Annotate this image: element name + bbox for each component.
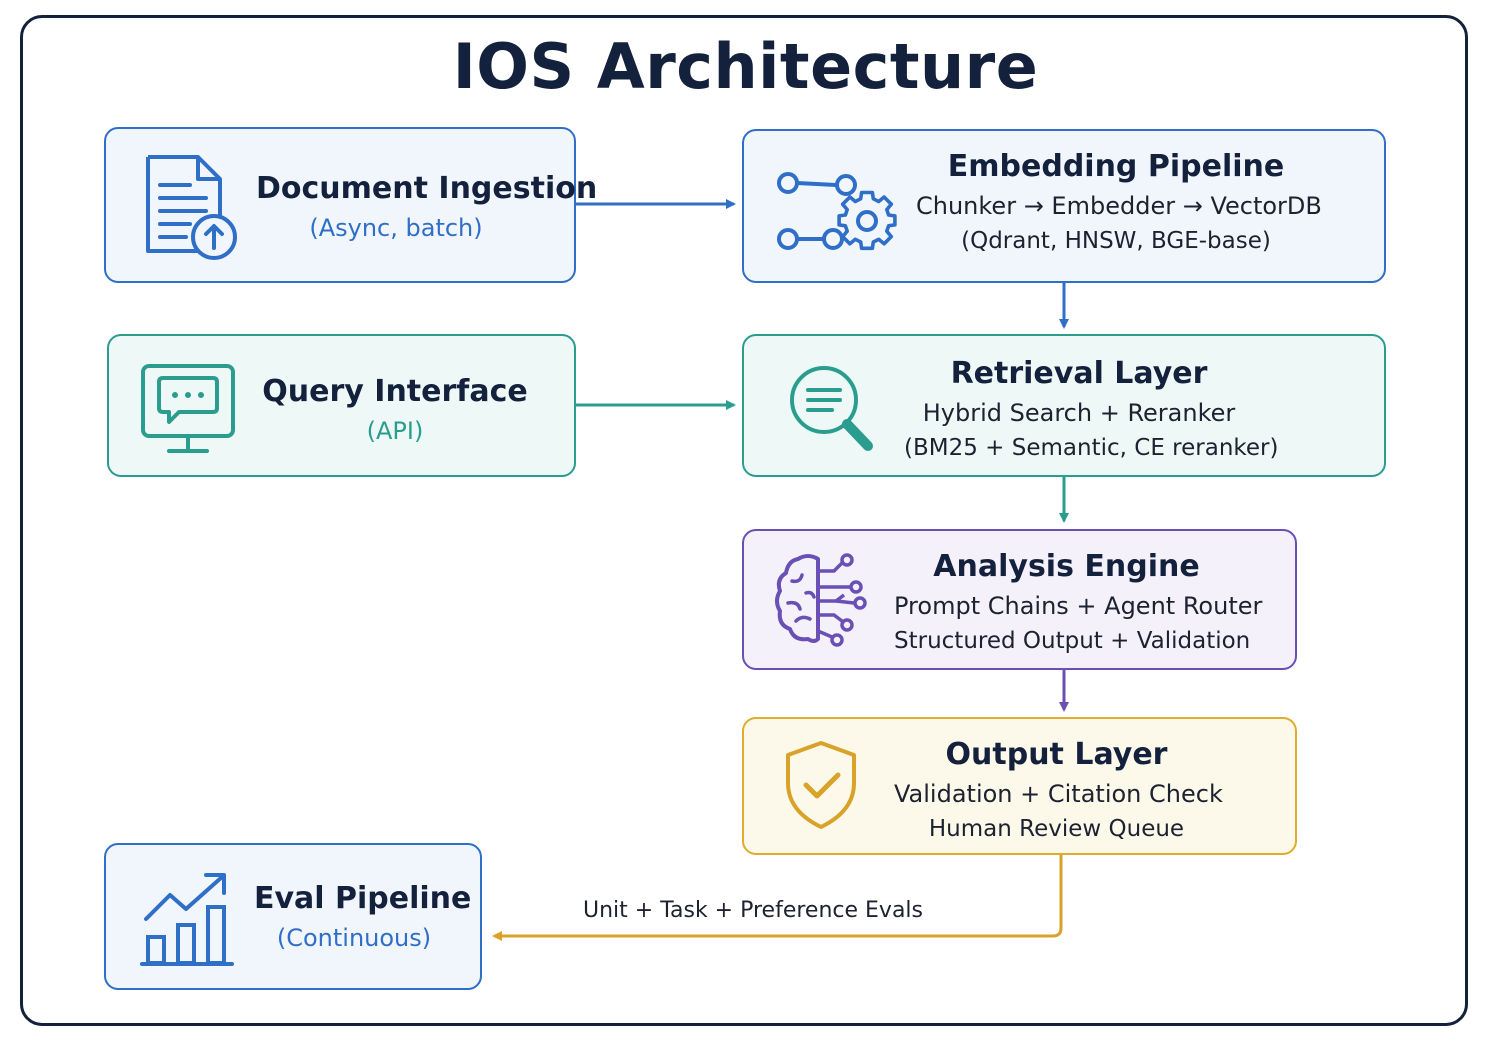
- node-title: Retrieval Layer: [950, 356, 1208, 391]
- node-retrieval-layer: Retrieval Layer Hybrid Search + Reranker…: [742, 334, 1386, 477]
- node-analysis-engine: Analysis Engine Prompt Chains + Agent Ro…: [742, 529, 1297, 670]
- diagram-title: IOS Architecture: [452, 30, 1039, 103]
- diagram-frame: [20, 15, 1468, 1026]
- node-line-1: Hybrid Search + Reranker: [922, 399, 1236, 427]
- node-subtitle: (API): [366, 417, 424, 445]
- node-line-2: Structured Output + Validation: [894, 628, 1251, 654]
- node-line-1: Chunker → Embedder → VectorDB: [916, 192, 1322, 220]
- monitor-chat-icon: [139, 362, 237, 460]
- node-line-2: (BM25 + Semantic, CE reranker): [904, 435, 1279, 461]
- node-embedding-pipeline: Embedding Pipeline Chunker → Embedder → …: [742, 129, 1386, 283]
- node-line-2: Human Review Queue: [928, 816, 1185, 842]
- node-title: Eval Pipeline: [254, 881, 472, 916]
- node-query-interface: Query Interface (API): [107, 334, 576, 477]
- node-eval-pipeline: Eval Pipeline (Continuous): [104, 843, 482, 990]
- node-line-1: Validation + Citation Check: [894, 780, 1223, 808]
- brain-circuit-icon: [772, 551, 872, 651]
- node-output-layer: Output Layer Validation + Citation Check…: [742, 717, 1297, 855]
- node-line-1: Prompt Chains + Agent Router: [894, 592, 1263, 620]
- edge-label-evals: Unit + Task + Preference Evals: [583, 898, 924, 923]
- node-title: Analysis Engine: [933, 549, 1200, 584]
- node-document-ingestion: Document Ingestion (Async, batch): [104, 127, 598, 283]
- pipeline-gear-icon: [772, 167, 898, 261]
- node-title: Output Layer: [945, 737, 1168, 772]
- search-icon: [786, 362, 878, 462]
- edge-output-eval: [492, 855, 1063, 941]
- node-subtitle: (Async, batch): [309, 214, 483, 242]
- shield-check-icon: [782, 739, 860, 835]
- growth-chart-icon: [140, 869, 236, 973]
- node-title: Document Ingestion: [256, 171, 598, 206]
- document-upload-icon: [140, 151, 240, 271]
- node-title: Query Interface: [262, 374, 528, 409]
- node-subtitle: (Continuous): [276, 924, 432, 952]
- node-line-2: (Qdrant, HNSW, BGE-base): [961, 228, 1271, 254]
- node-title: Embedding Pipeline: [947, 149, 1285, 184]
